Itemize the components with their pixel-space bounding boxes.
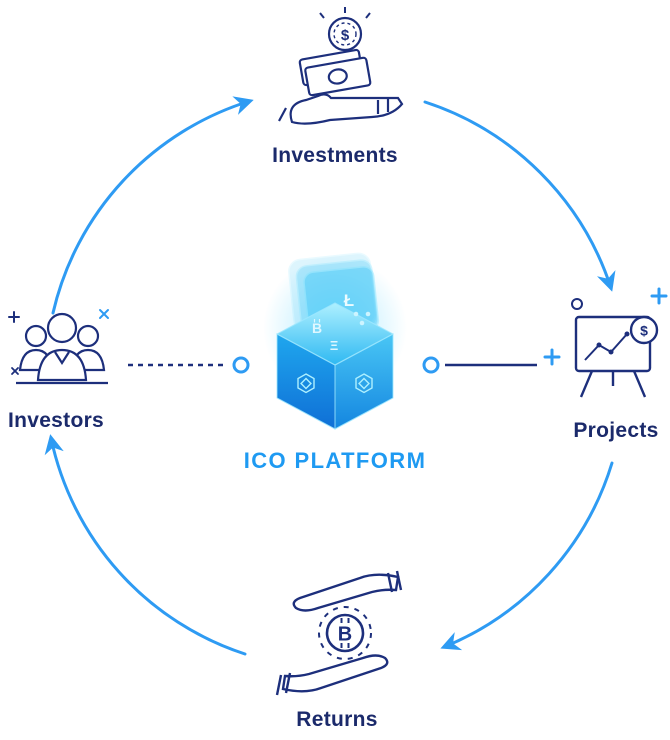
investors-label: Investors (7, 409, 105, 432)
lower-hand (281, 654, 389, 693)
hand-money-icon: $ (278, 7, 404, 125)
right-connector-node (422, 356, 440, 374)
easel-leg-right (632, 370, 647, 398)
cycle-arrow-investments-to-projects (423, 100, 616, 292)
cycle-arrow-investors-to-investments (51, 96, 254, 315)
chart-board-icon: $ (543, 287, 668, 398)
bitcoin-symbol-ticks (313, 319, 321, 323)
person-head-left (24, 324, 48, 348)
lower-cuff-bar (275, 674, 283, 696)
easel-leg-left (579, 370, 594, 398)
dollar-sign: $ (640, 323, 648, 339)
left-connector-node (232, 356, 250, 374)
person-head-right (76, 324, 100, 348)
crypto-cube-icon: Ł B Ξ (263, 252, 407, 430)
bitcoin-sign-ticks (340, 618, 350, 648)
upper-cuff-bar (395, 570, 403, 591)
center-title: ICO PLATFORM (243, 448, 427, 473)
cube-edges (275, 302, 395, 430)
upper-cuff-bar (386, 572, 394, 593)
coin-ticks (319, 7, 371, 19)
dashed-ring (318, 606, 372, 660)
cube-hex-badges (297, 373, 373, 394)
projects-label: Projects (573, 419, 659, 442)
person-head-center (46, 312, 78, 344)
investments-label: Investments (272, 144, 398, 167)
ethereum-symbol: Ξ (330, 338, 338, 353)
cycle-arrow-returns-to-investors (44, 434, 247, 656)
upper-hand (292, 573, 400, 612)
returns-label: Returns (296, 708, 378, 731)
bitcoin-symbol: B (312, 320, 322, 336)
ripple-icon (353, 311, 371, 326)
money-bills (298, 48, 372, 97)
litecoin-symbol: Ł (344, 291, 354, 310)
bitcoin-coin (325, 613, 365, 653)
cycle-arrow-projects-to-returns (440, 461, 614, 651)
plus-sparkles (543, 287, 668, 366)
bitcoin-sign: B (338, 624, 352, 646)
sparkles (8, 309, 109, 375)
sparkle-circle (571, 298, 583, 310)
dollar-sign: $ (341, 27, 350, 44)
hands-bitcoin-icon: B (275, 570, 403, 696)
collar (54, 351, 70, 366)
open-hand (289, 93, 404, 125)
line-chart (584, 333, 628, 361)
dollar-coin (629, 315, 659, 345)
lower-cuff-bar (284, 672, 292, 694)
people-group-icon (8, 309, 109, 385)
